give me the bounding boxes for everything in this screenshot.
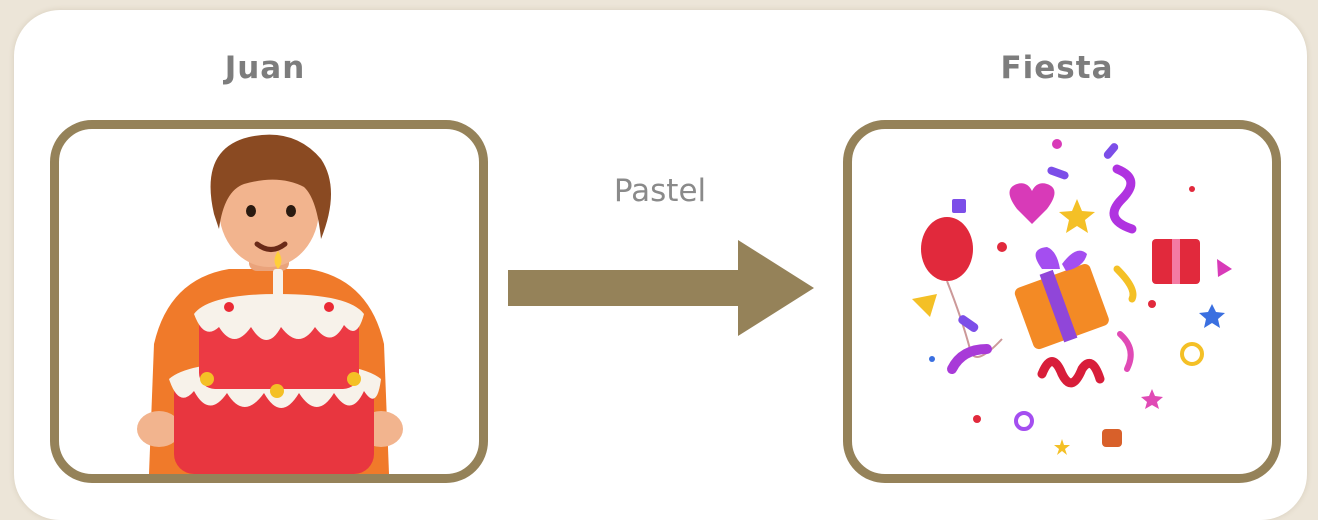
node-frame-fiesta <box>843 120 1281 483</box>
party-confetti-gift-icon <box>852 129 1272 474</box>
node-frame-juan <box>50 120 488 483</box>
edge-arrow <box>508 240 818 336</box>
edge-label-pastel: Pastel <box>560 173 760 209</box>
node-label-fiesta: Fiesta <box>907 50 1207 86</box>
node-label-juan: Juan <box>115 50 415 86</box>
person-with-birthday-cake-icon <box>59 129 479 474</box>
arrow-right-icon <box>508 240 818 336</box>
